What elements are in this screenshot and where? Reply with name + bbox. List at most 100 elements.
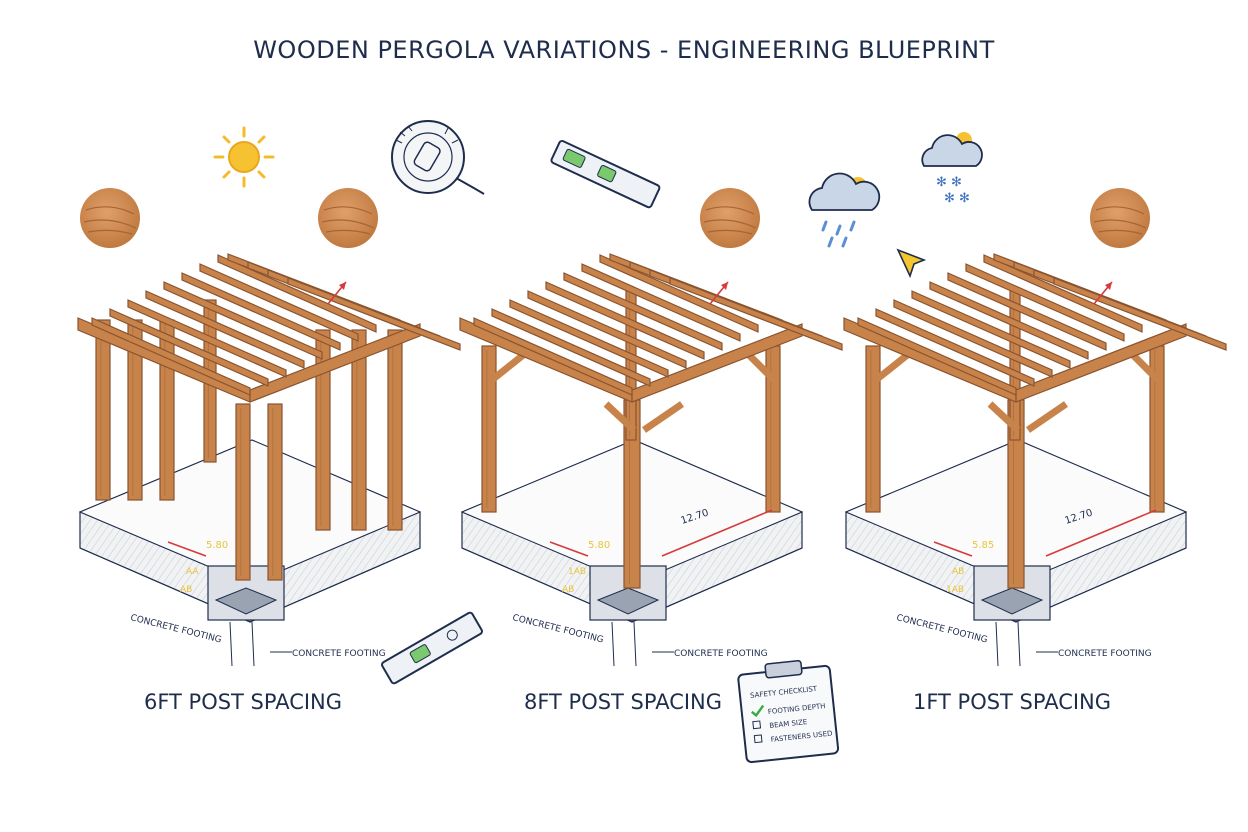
wood-post (235, 403, 251, 581)
rim-beam-front-right (1015, 323, 1187, 403)
rafter (145, 290, 305, 369)
wood-sample-icon (1090, 188, 1150, 248)
rafter (181, 272, 341, 351)
rafter (893, 299, 1053, 378)
spirit-level-icon (381, 611, 483, 685)
caption-6ft: 6FT POST SPACING (143, 690, 343, 714)
rafter (109, 308, 269, 387)
callout-line (229, 621, 233, 667)
rafter (599, 254, 759, 333)
wood-post (865, 345, 881, 513)
callout-line (995, 621, 999, 667)
footing-base (980, 587, 1044, 615)
dimension-line (933, 541, 973, 557)
rim-beam-front-right (249, 323, 421, 403)
rafter (527, 290, 687, 369)
check-icon (751, 704, 765, 718)
callout-line (611, 621, 615, 667)
footing-label-right: CONCRETE FOOTING (292, 649, 386, 659)
checkbox-icon (752, 720, 762, 730)
footing-label-right: CONCRETE FOOTING (674, 649, 768, 659)
dimension-line-depth (661, 509, 773, 557)
rafter (199, 263, 359, 342)
wood-post (159, 319, 175, 501)
rafter (473, 317, 633, 396)
wood-sample-icon (700, 188, 760, 248)
purlin (669, 277, 843, 351)
callout-line (251, 621, 255, 667)
spirit-level-icon (550, 139, 661, 209)
snow-cloud-icon: ✻ ✻ ✻ ✻ (921, 132, 983, 206)
knee-brace (642, 401, 684, 433)
wood-post (315, 329, 331, 531)
callout-line (1017, 621, 1021, 667)
roof-arrow-head (721, 282, 728, 290)
dimension-label-width: 5.85 (972, 540, 994, 551)
dimension-label-yellow-b: AB (562, 585, 574, 595)
rafter (983, 254, 1143, 333)
wood-post (1009, 289, 1021, 441)
dimension-line (167, 541, 207, 557)
wood-post (267, 403, 283, 581)
rafter (217, 254, 377, 333)
rafter (581, 263, 741, 342)
rafter (163, 281, 323, 360)
dimension-label-width: 5.80 (206, 540, 228, 551)
footing-base (596, 587, 660, 615)
footing-label-right: CONCRETE FOOTING (1058, 649, 1152, 659)
caption-1ft: 1FT POST SPACING (912, 690, 1112, 714)
footing-base (214, 587, 278, 615)
dimension-line-depth (1045, 509, 1157, 557)
cursor-arrow-icon (896, 248, 927, 279)
wood-post (481, 345, 497, 513)
checkbox-icon (753, 734, 763, 744)
dimension-line (549, 541, 589, 557)
knee-brace (987, 401, 1021, 433)
dimension-label-width: 5.80 (588, 540, 610, 551)
rafter (875, 308, 1035, 387)
page-title: WOODEN PERGOLA VARIATIONS - ENGINEERING … (253, 36, 995, 64)
rafter (929, 281, 1089, 360)
wood-post (95, 319, 111, 501)
knee-brace (1026, 401, 1068, 433)
svg-text:✻ ✻: ✻ ✻ (944, 191, 970, 206)
caption-8ft: 8FT POST SPACING (523, 690, 723, 714)
wood-sample-icon (318, 188, 378, 248)
knee-brace (603, 401, 637, 433)
wood-sample-icon (80, 188, 140, 248)
rafter (965, 263, 1125, 342)
rain-cloud-icon (808, 172, 881, 248)
rim-beam-front-right (631, 323, 803, 403)
callout-line (633, 621, 637, 667)
dimension-label-yellow-b: AB (180, 585, 192, 595)
roof-arrow-head (339, 282, 346, 290)
roof-arrow-head (1105, 282, 1112, 290)
rafter (91, 317, 251, 396)
rafter (947, 272, 1107, 351)
tape-measure-icon (391, 120, 485, 195)
svg-text:✻ ✻: ✻ ✻ (936, 175, 962, 190)
rafter (911, 290, 1071, 369)
sun-icon (213, 126, 275, 188)
wood-post (351, 329, 367, 531)
wood-post (625, 289, 637, 441)
checklist-item: BEAM SIZE (769, 718, 808, 730)
rafter (127, 299, 287, 378)
rafter (857, 317, 1017, 396)
purlin (287, 277, 461, 351)
rafter (563, 272, 723, 351)
dimension-label-yellow-b: 1AB (946, 585, 964, 595)
dimension-label-yellow-a: AA (186, 567, 199, 577)
rafter (545, 281, 705, 360)
dimension-label-yellow-a: 1AB (568, 567, 586, 577)
dimension-label-yellow-a: AB (952, 567, 964, 577)
purlin (1053, 277, 1227, 351)
rafter (509, 299, 669, 378)
wood-post (387, 329, 403, 531)
